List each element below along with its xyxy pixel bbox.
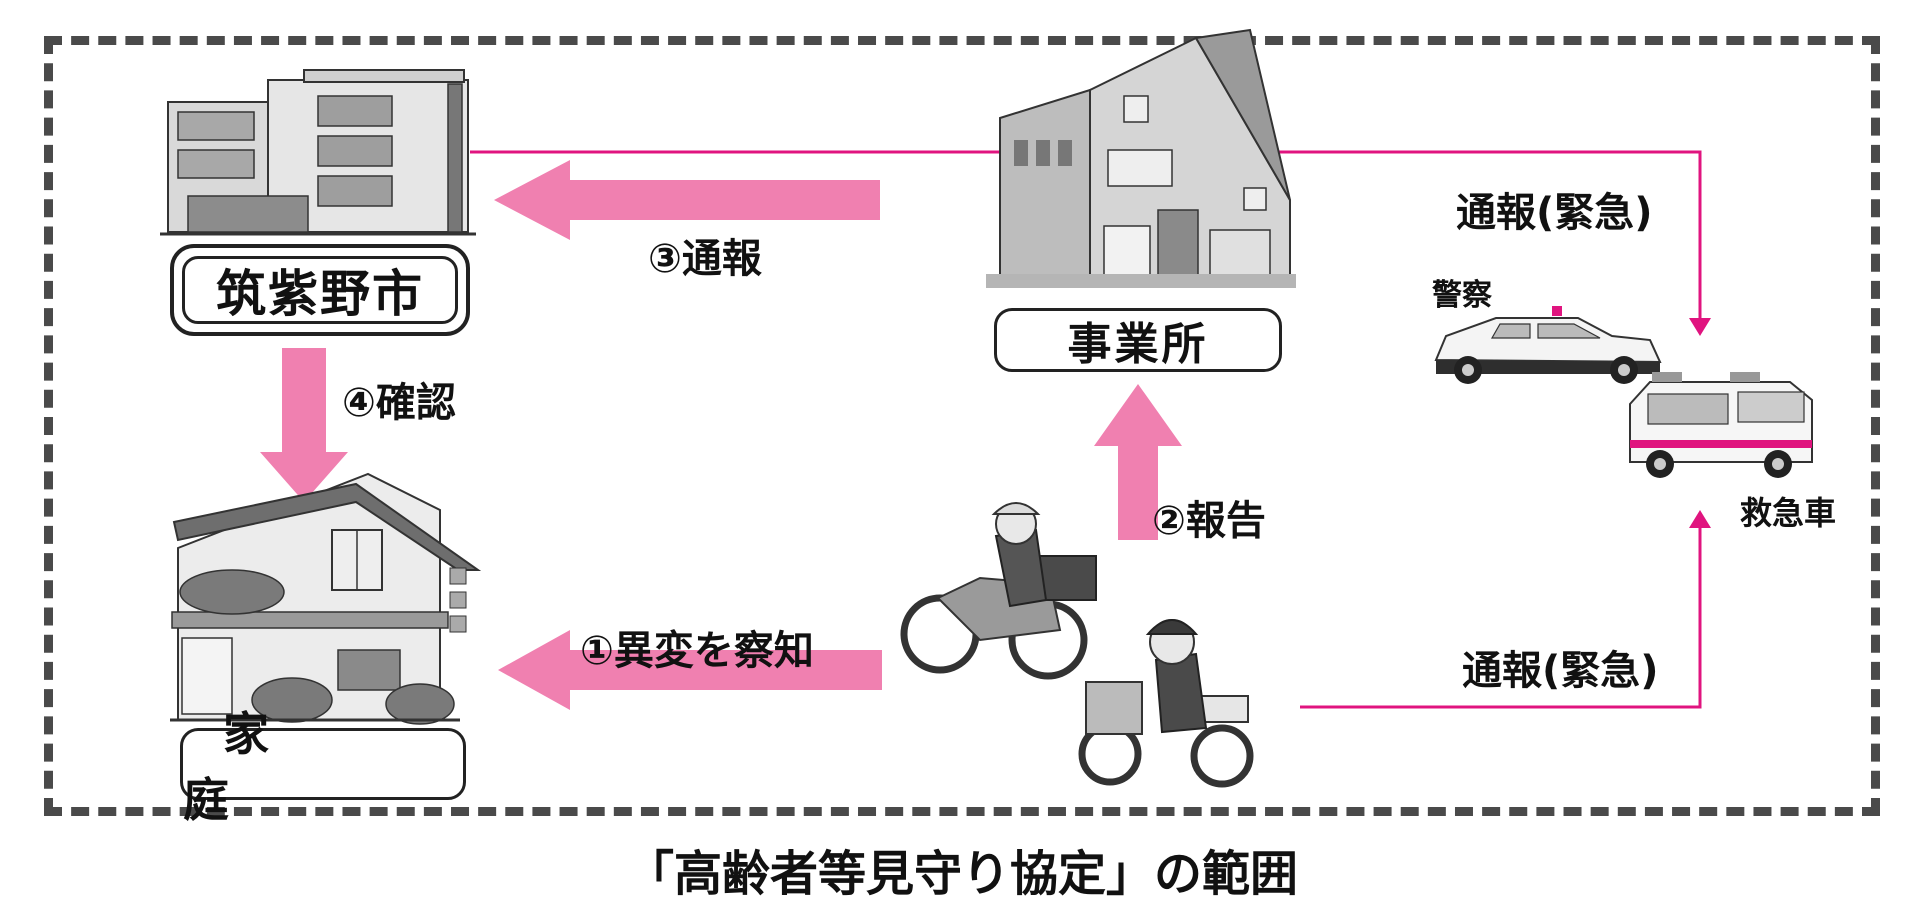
city-hall-building-icon: [160, 69, 476, 236]
police-label: 警察: [1432, 278, 1492, 313]
line-bikes-to-emergency: [1300, 520, 1702, 709]
step2-label: ②報告: [1152, 498, 1266, 544]
home-label: 家 庭: [180, 707, 466, 827]
city-label: 筑紫野市: [182, 256, 458, 324]
ambulance-label: 救急車: [1740, 494, 1837, 532]
office-label: 事業所: [994, 308, 1282, 372]
step3-label: ③通報: [648, 236, 762, 282]
police-car-icon: [1434, 306, 1662, 384]
city-label-box: 筑紫野市: [170, 244, 470, 336]
office-building-icon: [986, 28, 1296, 288]
motorbike-worker-icon: [900, 502, 1097, 680]
arrow-step3-notify-city: [494, 160, 880, 240]
emergency-report-upper-label: 通報(緊急): [1456, 190, 1653, 236]
emergency-report-lower-label: 通報(緊急): [1462, 648, 1659, 694]
delivery-bike-worker-icon: [1078, 619, 1254, 788]
diagram-caption: 「高齢者等見守り協定」の範囲: [625, 846, 1298, 902]
step4-label: ④確認: [342, 380, 456, 426]
agreement-scope-frame: [44, 36, 1880, 816]
arrow-step1-detect-home: [498, 630, 882, 710]
house-building-icon: [170, 472, 482, 725]
arrow-step2-report-office: [1094, 384, 1182, 540]
arrow-step4-confirm-home: [260, 348, 348, 502]
emergency-arrowhead-down: [1689, 318, 1711, 336]
step1-label: ①異変を察知: [580, 628, 814, 674]
line-office-to-emergency: [1262, 150, 1702, 330]
emergency-arrowhead-up: [1689, 510, 1711, 528]
ambulance-icon: [1629, 372, 1813, 478]
